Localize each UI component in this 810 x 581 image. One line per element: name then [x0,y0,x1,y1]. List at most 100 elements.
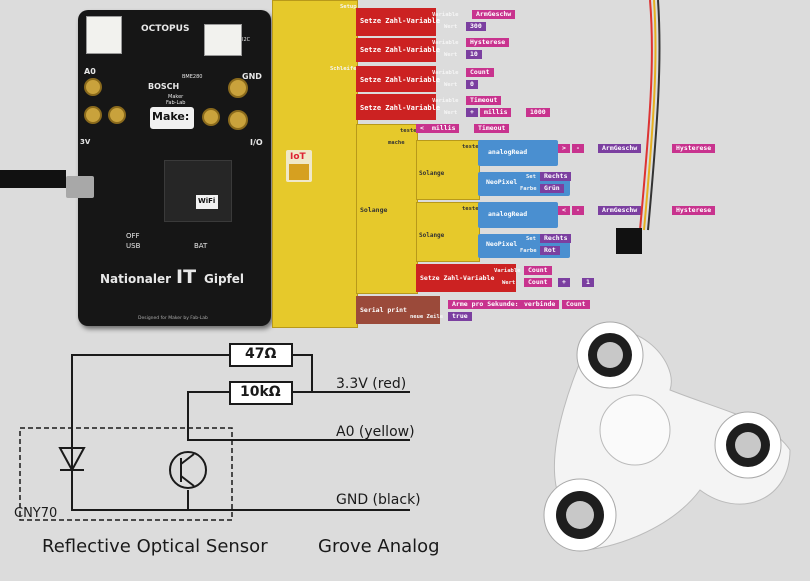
inner-while-block-2[interactable] [416,202,480,262]
setup-loop-block[interactable] [272,0,358,328]
verbinde-chip[interactable]: verbinde [520,300,560,309]
wire-a0-label: A0 (yellow) [336,424,415,440]
compare-chip-outer[interactable]: < [416,124,428,133]
set-var-block-count-2[interactable] [416,264,516,292]
op-chip-plus-2[interactable]: + [558,278,570,287]
var-chip-count-4[interactable]: Count [562,300,590,309]
set-var-block-hysterese[interactable] [356,38,436,62]
var-chip-armgeschw-2[interactable]: ArmGeschw [598,144,642,153]
farbe-label-1: Farbe [520,186,537,192]
op-chip-plus[interactable]: + [466,108,478,117]
pad-mid-left [108,106,126,124]
neue-zeile-label: neue Zeile [410,314,444,320]
var-chip-hysterese[interactable]: Hysterese [466,38,510,47]
set-var-block-count[interactable] [356,66,436,92]
pin-a0-label: A0 [84,67,96,76]
set-var-label-3: Setze Zahl-Variable [360,76,441,84]
usb-connector [66,176,94,198]
var-chip-count[interactable]: Count [466,68,494,77]
rechts-chip-2[interactable]: Rechts [540,234,572,243]
var-chip-armgeschw-3[interactable]: ArmGeschw [598,206,642,215]
inner-while-block-1[interactable] [416,140,480,200]
wire-gnd-label: GND (black) [336,492,421,508]
resistor-47-label: 47Ω [245,346,277,362]
blockly-program: Setup Schleife IoT Setze Zahl-Variable V… [272,0,772,330]
bool-chip-true[interactable]: true [448,312,472,321]
resistor-10k [229,381,293,405]
millis-chip-2[interactable]: millis [428,124,460,133]
variable-label-5: Variable [494,268,521,274]
val-chip-10[interactable]: 10 [466,50,482,59]
setup-label: Setup [340,4,357,10]
val-chip-1000[interactable]: 1000 [526,108,550,117]
pin-3v-label: 3V [80,138,91,146]
mache-label-outer: mache [388,140,405,146]
set-var-label-5: Setze Zahl-Variable [420,274,495,282]
rechts-chip-1[interactable]: Rechts [540,172,572,181]
schleife-label: Schleife [330,66,357,72]
teste-label-2: teste [462,206,479,212]
var-chip-timeout-2[interactable]: Timeout [474,124,510,133]
var-chip-count-3[interactable]: Count [524,278,552,287]
pad-io [228,110,248,130]
board-footer: Designed for Maker by Fab-Lab [138,316,208,321]
minus-chip-1[interactable]: - [572,144,584,153]
teste-label-outer: teste [400,128,417,134]
iot-label: IoT [290,152,306,162]
pad-mid-right [202,108,220,126]
sensor-dashed-box [19,427,233,521]
board-i2c-label: I2C [242,37,251,43]
resistor-47 [229,343,293,367]
val-chip-300[interactable]: 300 [466,22,486,31]
set-label-2: Set [526,236,536,242]
pad-3v [84,106,102,124]
millis-chip-1[interactable]: millis [480,108,512,117]
grove-connector-left [86,16,122,54]
minus-chip-2[interactable]: - [572,206,584,215]
compare-chip-2[interactable]: < [558,206,570,215]
color-chip-gruen[interactable]: Grün [540,184,564,193]
pin-io-label: I/O [250,138,263,147]
analog-read-label-2: analogRead [484,210,532,219]
variable-label-4: Variable [432,98,459,104]
farbe-label-2: Farbe [520,248,537,254]
val-chip-1[interactable]: 1 [582,278,594,287]
pad-gnd [228,78,248,98]
variable-label-1: Variable [432,12,459,18]
set-var-label-2: Setze Zahl-Variable [360,46,441,54]
analog-read-label-1: analogRead [484,148,532,157]
wert-label-3: Wert [444,82,458,88]
serial-print-block[interactable] [356,296,440,324]
var-chip-count-2[interactable]: Count [524,266,552,275]
grove-connector-right [204,24,242,56]
text-chip-arme[interactable]: Arme pro Sekunde: [448,300,523,309]
board-title-suffix: Gipfel [204,272,245,286]
while-loop-block[interactable] [356,124,418,294]
board-title-it: IT [176,266,197,288]
maker-line1: Maker [168,94,184,100]
usb-cable [0,170,66,188]
caption-left: Reflective Optical Sensor [42,536,268,557]
var-chip-timeout[interactable]: Timeout [466,96,502,105]
var-chip-armgeschw[interactable]: ArmGeschw [472,10,516,19]
val-chip-0[interactable]: 0 [466,80,478,89]
pad-a0 [84,78,102,96]
wire-bundle [616,0,661,254]
var-chip-hysterese-3[interactable]: Hysterese [672,206,716,215]
wifi-logo-box [196,195,218,209]
caption-right: Grove Analog [318,536,440,557]
set-var-block-timeout[interactable] [356,94,436,120]
color-chip-rot[interactable]: Rot [540,246,560,255]
wert-label-4: Wert [444,110,458,116]
solange-inner-label-1: Solange [419,170,445,177]
var-chip-hysterese-2[interactable]: Hysterese [672,144,716,153]
iot-w-icon [289,164,309,180]
compare-chip-1[interactable]: > [558,144,570,153]
fidget-spinner [543,321,791,552]
serial-print-label: Serial print [360,306,407,314]
teste-label-1: teste [462,144,479,150]
set-var-block-armgeschw[interactable] [356,8,436,36]
variable-label-3: Variable [432,70,459,76]
wifi-logo: WiFi [198,197,216,205]
set-label-1: Set [526,174,536,180]
